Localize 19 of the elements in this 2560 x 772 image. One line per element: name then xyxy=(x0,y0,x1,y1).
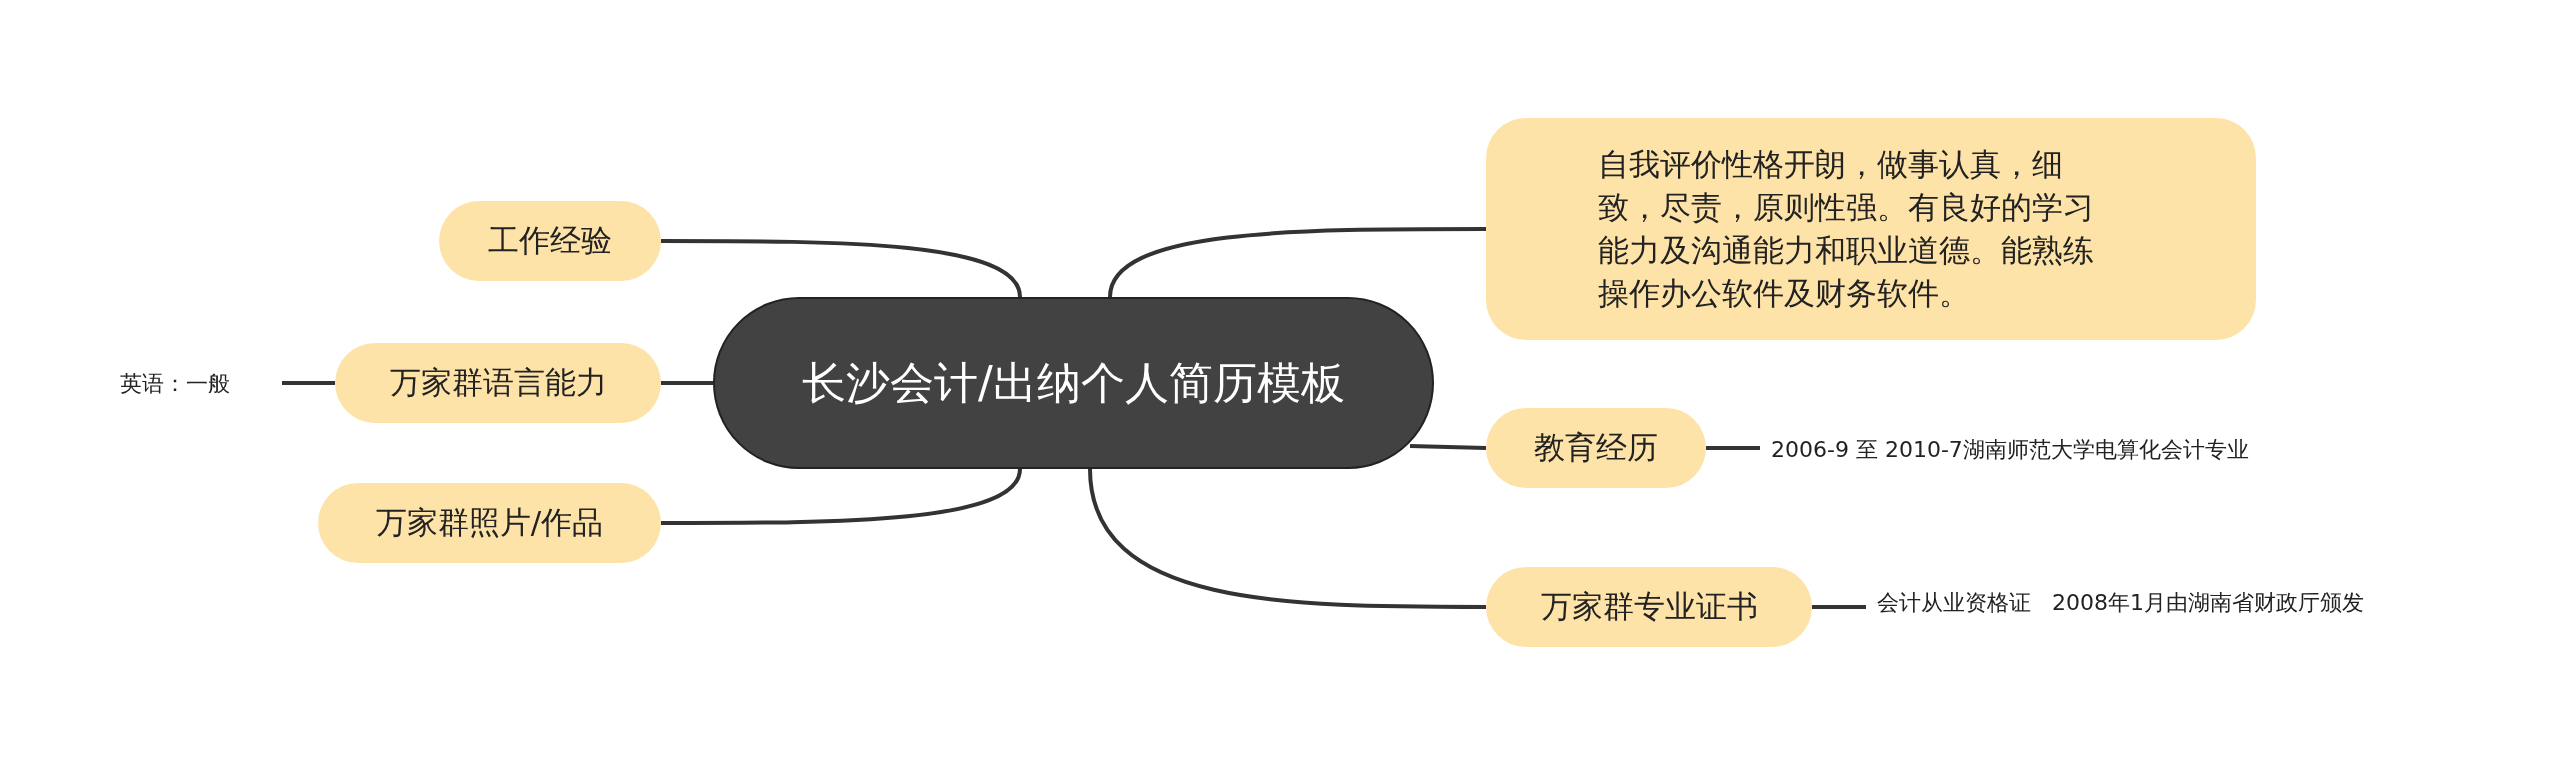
topic-bubble: 自我评价性格开朗，做事认真，细致，尽责，原则性强。有良好的学习能力及沟通能力和职业道德。能熟练操作办公软件及财务软件。 xyxy=(1486,118,2256,340)
topic-bubble: 万家群照片/作品 xyxy=(318,483,661,563)
connector-line xyxy=(661,239,1022,298)
connector-line xyxy=(282,381,335,385)
connector-line xyxy=(1812,605,1866,609)
connector-line xyxy=(1108,227,1486,298)
connector-line xyxy=(1088,468,1486,609)
leaf-text: 英语：一般 xyxy=(120,364,280,404)
connector-line xyxy=(1706,446,1760,450)
connector-line xyxy=(661,381,713,385)
leaf-text: 2006-9 至 2010-7湖南师范大学电算化会计专业 xyxy=(1771,418,2351,482)
topic-bubble: 万家群专业证书 xyxy=(1486,567,1812,647)
central-topic: 长沙会计/出纳个人简历模板 xyxy=(713,297,1434,469)
connector-line xyxy=(661,468,1022,525)
leaf-text: 会计从业资格证 2008年1月由湖南省财政厅颁发 xyxy=(1877,571,2457,635)
topic-bubble: 工作经验 xyxy=(439,201,661,281)
topic-bubble: 万家群语言能力 xyxy=(335,343,661,423)
connector-line xyxy=(1409,444,1487,450)
topic-bubble: 教育经历 xyxy=(1486,408,1706,488)
